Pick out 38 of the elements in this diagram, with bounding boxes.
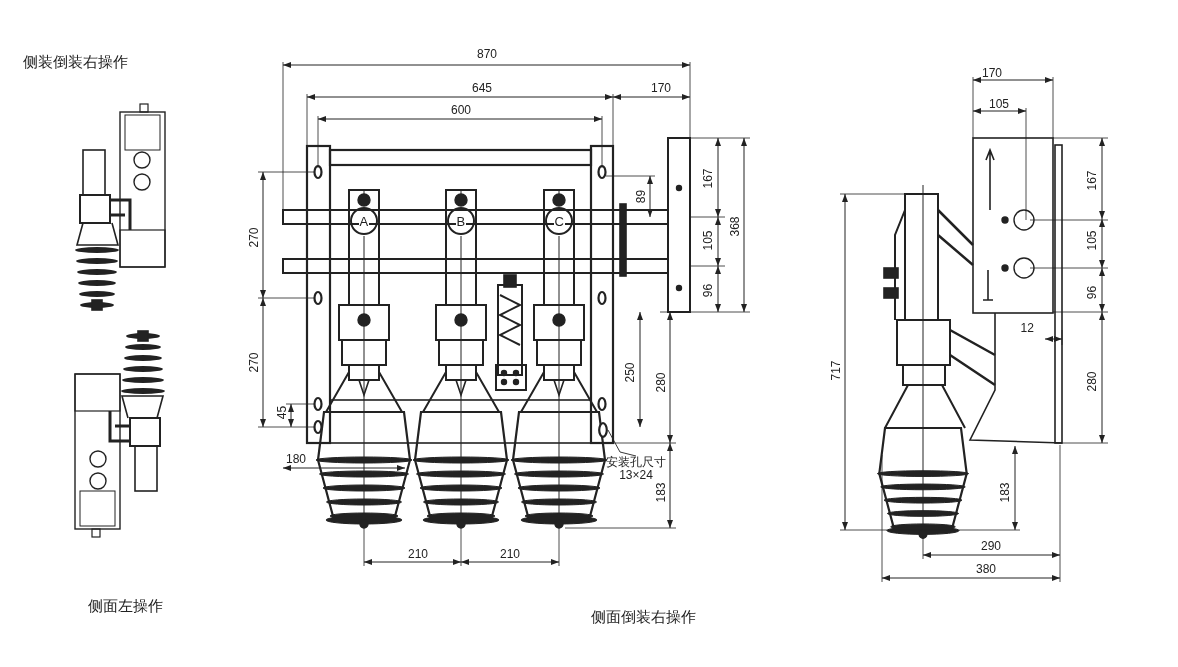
- dimension-value: 180: [286, 452, 307, 466]
- dimension-value: 167: [1085, 170, 1099, 190]
- dimension-value: 870: [477, 47, 498, 61]
- dimension-value: 96: [1085, 285, 1099, 299]
- phase-label: B: [455, 214, 467, 228]
- dimension-value: 89: [634, 189, 648, 203]
- dimension-value: 105: [989, 97, 1010, 111]
- dimension-value: 167: [701, 168, 715, 188]
- dimension-value: 183: [998, 482, 1012, 502]
- dimension-value: 96: [701, 283, 715, 297]
- dimension-value: 105: [701, 230, 715, 250]
- dimension-value: 717: [829, 360, 843, 380]
- dimension-value: 380: [976, 562, 997, 576]
- dimension-value: 280: [1085, 371, 1099, 391]
- dimension-value: 210: [408, 547, 429, 561]
- dimension-value: 270: [247, 227, 261, 247]
- phase-label: C: [553, 214, 565, 228]
- dimension-value: 105: [1085, 230, 1099, 250]
- dimension-value: 250: [623, 362, 637, 382]
- phase-label: A: [358, 214, 370, 228]
- dimension-value: 12: [1020, 321, 1034, 335]
- leader-line: [607, 429, 637, 457]
- note-text: 安装孔尺寸 13×24: [600, 456, 672, 482]
- dimension-value: 170: [651, 81, 672, 95]
- view-caption: 侧面倒装右操作: [590, 608, 696, 626]
- dimension-value: 280: [654, 372, 668, 392]
- dimension-value: 270: [247, 352, 261, 372]
- view-caption: 侧面左操作: [87, 597, 163, 615]
- dimension-value: 210: [500, 547, 521, 561]
- dimension-value: 368: [728, 216, 742, 236]
- mounting-hole: [598, 422, 608, 438]
- dimension-value: 170: [982, 66, 1003, 80]
- dimension-value: 290: [981, 539, 1002, 553]
- dimension-value: 183: [654, 482, 668, 502]
- dimension-value: 45: [275, 405, 289, 419]
- view-caption: 侧装倒装右操作: [22, 53, 128, 71]
- dimension-value: 645: [472, 81, 493, 95]
- dimension-value: 600: [451, 103, 472, 117]
